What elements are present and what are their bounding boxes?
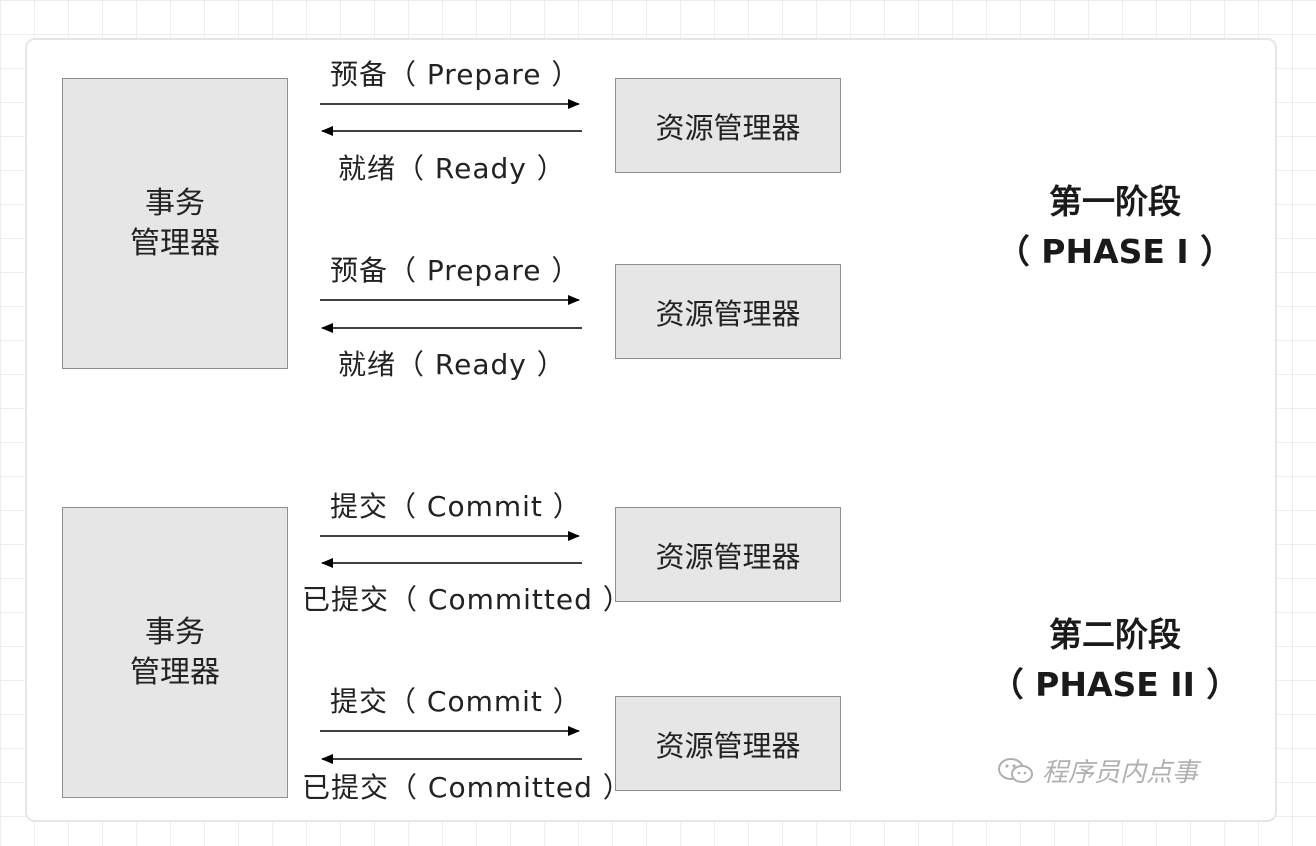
- resource-manager-label: 资源管理器: [655, 539, 801, 574]
- wechat-icon: [996, 756, 1036, 786]
- transaction-manager-label-line1: 事务: [145, 185, 205, 221]
- prepare-label-1: 预备（ Prepare ）: [330, 58, 581, 91]
- committed-label-2: 已提交（ Committed ）: [302, 771, 632, 804]
- commit-label-1: 提交（ Commit ）: [330, 490, 582, 523]
- phase2-title: 第二阶段 （ PHASE II ）: [985, 610, 1245, 710]
- resource-manager-label: 资源管理器: [655, 110, 801, 145]
- ready-label-1: 就绪（ Ready ）: [338, 152, 566, 185]
- resource-manager-label: 资源管理器: [655, 296, 801, 331]
- committed-label-1: 已提交（ Committed ）: [302, 583, 632, 616]
- transaction-manager-label-line1: 事务: [145, 614, 205, 650]
- transaction-manager-box-phase1: 事务 管理器: [62, 78, 288, 369]
- resource-manager-box-3: 资源管理器: [615, 507, 841, 602]
- watermark: 程序员内点事: [996, 752, 1198, 789]
- phase2-title-cn: 第二阶段: [1049, 615, 1181, 654]
- resource-manager-label: 资源管理器: [655, 728, 801, 763]
- resource-manager-box-4: 资源管理器: [615, 696, 841, 791]
- ready-label-2: 就绪（ Ready ）: [338, 348, 566, 381]
- phase1-title-cn: 第一阶段: [1049, 182, 1181, 221]
- resource-manager-box-1: 资源管理器: [615, 78, 841, 173]
- resource-manager-box-2: 资源管理器: [615, 264, 841, 359]
- prepare-label-2: 预备（ Prepare ）: [330, 254, 581, 287]
- phase1-title-en: （ PHASE I ）: [996, 232, 1234, 271]
- commit-label-2: 提交（ Commit ）: [330, 685, 582, 718]
- phase2-title-en: （ PHASE II ）: [990, 665, 1240, 704]
- transaction-manager-label-line2: 管理器: [130, 654, 220, 690]
- transaction-manager-box-phase2: 事务 管理器: [62, 507, 288, 798]
- phase1-title: 第一阶段 （ PHASE I ）: [985, 177, 1245, 277]
- watermark-text: 程序员内点事: [1042, 758, 1199, 788]
- transaction-manager-label-line2: 管理器: [130, 225, 220, 261]
